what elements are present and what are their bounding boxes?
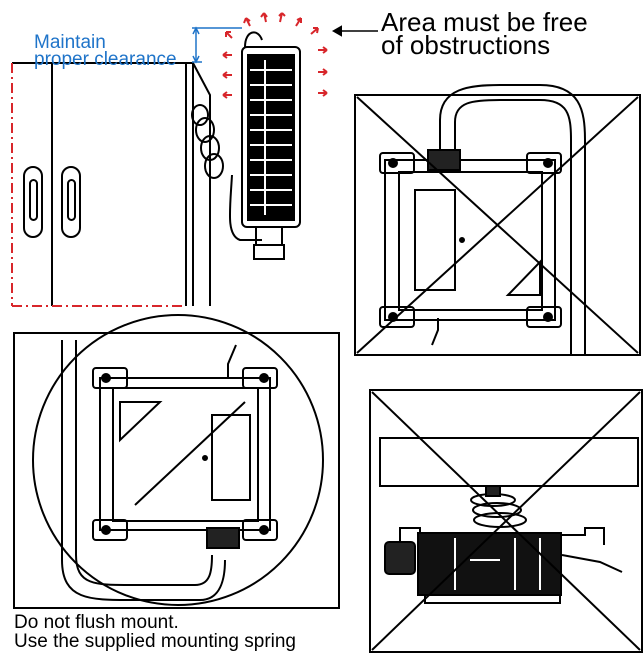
incorrect-flush-mount-panel bbox=[369, 389, 643, 653]
flush-mount-caption-line2: Use the supplied mounting spring bbox=[14, 631, 297, 652]
clearance-label-line1: Maintain bbox=[34, 32, 106, 53]
correct-mounting-panel bbox=[13, 314, 340, 609]
flush-mount-caption-line1: Do not flush mount. bbox=[14, 612, 179, 633]
obstruction-note-line1: Area must be free bbox=[381, 7, 588, 37]
incorrect-orientation-panel bbox=[354, 84, 641, 356]
flush-mount-caption: Do not flush mount. Use the supplied mou… bbox=[14, 613, 296, 651]
clearance-label: Maintain proper clearance bbox=[34, 32, 177, 70]
obstruction-note: Area must be free of obstructions bbox=[381, 7, 588, 60]
clearance-illustration bbox=[11, 12, 378, 307]
clearance-label-line2: proper clearance bbox=[34, 49, 177, 70]
obstruction-note-line2: of obstructions bbox=[381, 30, 551, 60]
